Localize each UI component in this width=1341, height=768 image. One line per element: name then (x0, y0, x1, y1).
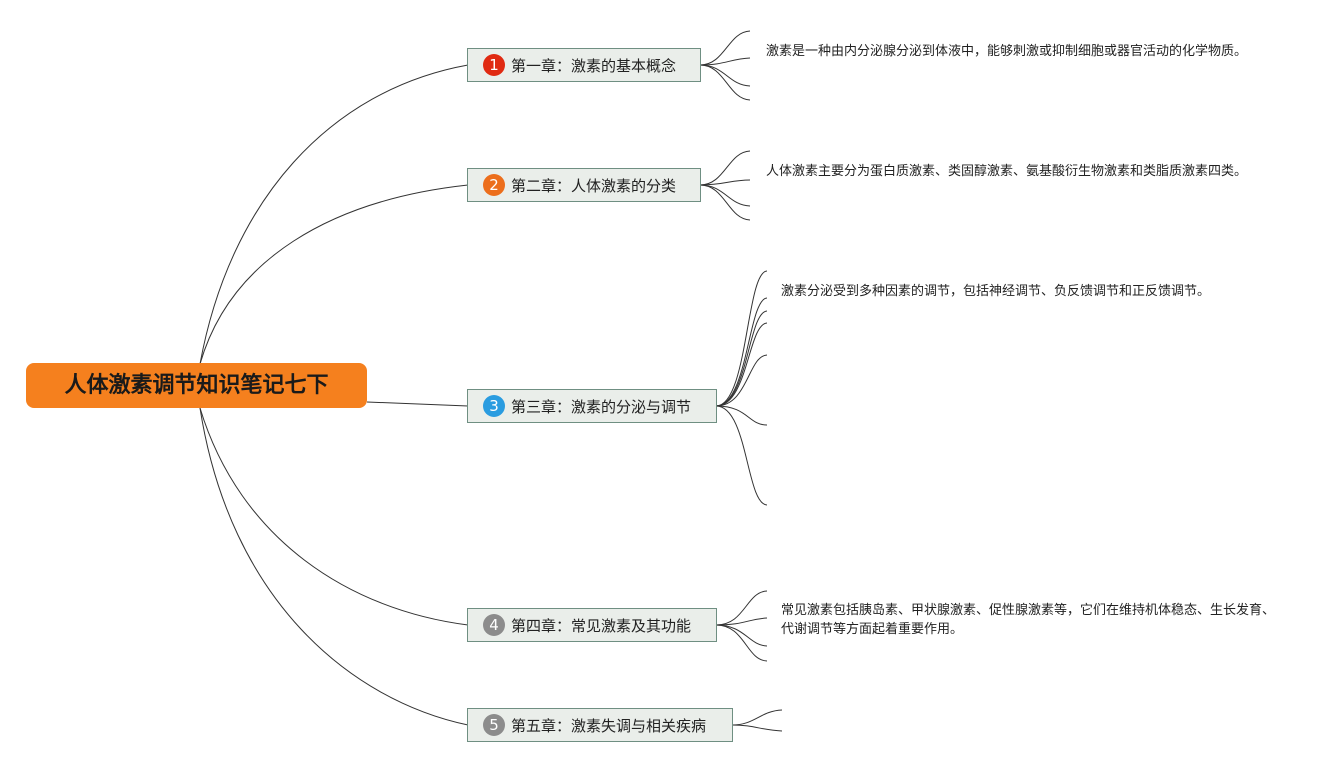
chapter-5-badge: 5 (483, 714, 505, 736)
chapter-4-badge: 4 (483, 614, 505, 636)
root-link-1 (199, 64, 469, 365)
chapter-4-note[interactable]: 常见激素包括胰岛素、甲状腺激素、促性腺激素等，它们在维持机体稳态、生长发育、代谢… (781, 603, 1276, 637)
chapter-1-topic[interactable]: 1 第一章：激素的基本概念 (467, 48, 701, 82)
chapter-5-topic[interactable]: 5 第五章：激素失调与相关疾病 (467, 708, 733, 742)
root-topic[interactable]: 人体激素调节知识笔记七下 (26, 363, 367, 408)
chapter-1-title: 第一章：激素的基本概念 (511, 56, 677, 75)
chapter-4-topic[interactable]: 4 第四章：常见激素及其功能 (467, 608, 717, 642)
chapter-5-title: 第五章：激素失调与相关疾病 (511, 716, 707, 735)
chapter-3-topic[interactable]: 3 第三章：激素的分泌与调节 (467, 389, 717, 423)
root-link-5 (199, 407, 469, 726)
chapter-3-title: 第三章：激素的分泌与调节 (511, 397, 692, 416)
chapter-2-topic[interactable]: 2 第二章：人体激素的分类 (467, 168, 701, 202)
chapter-3-badge: 3 (483, 395, 505, 417)
chapter-2-title: 第二章：人体激素的分类 (511, 176, 677, 195)
chapter-2-note[interactable]: 人体激素主要分为蛋白质激素、类固醇激素、氨基酸衍生物激素和类脂质激素四类。 (766, 164, 1248, 179)
root-link-3 (366, 401, 469, 407)
chapter-4-title: 第四章：常见激素及其功能 (511, 616, 692, 635)
root-link-2 (199, 184, 469, 365)
chapter-2-badge: 2 (483, 174, 505, 196)
chapter-3-note[interactable]: 激素分泌受到多种因素的调节，包括神经调节、负反馈调节和正反馈调节。 (781, 284, 1211, 299)
root-link-4 (199, 407, 469, 626)
chapter-1-badge: 1 (483, 54, 505, 76)
chapter-1-note[interactable]: 激素是一种由内分泌腺分泌到体液中，能够刺激或抑制细胞或器官活动的化学物质。 (766, 44, 1248, 59)
